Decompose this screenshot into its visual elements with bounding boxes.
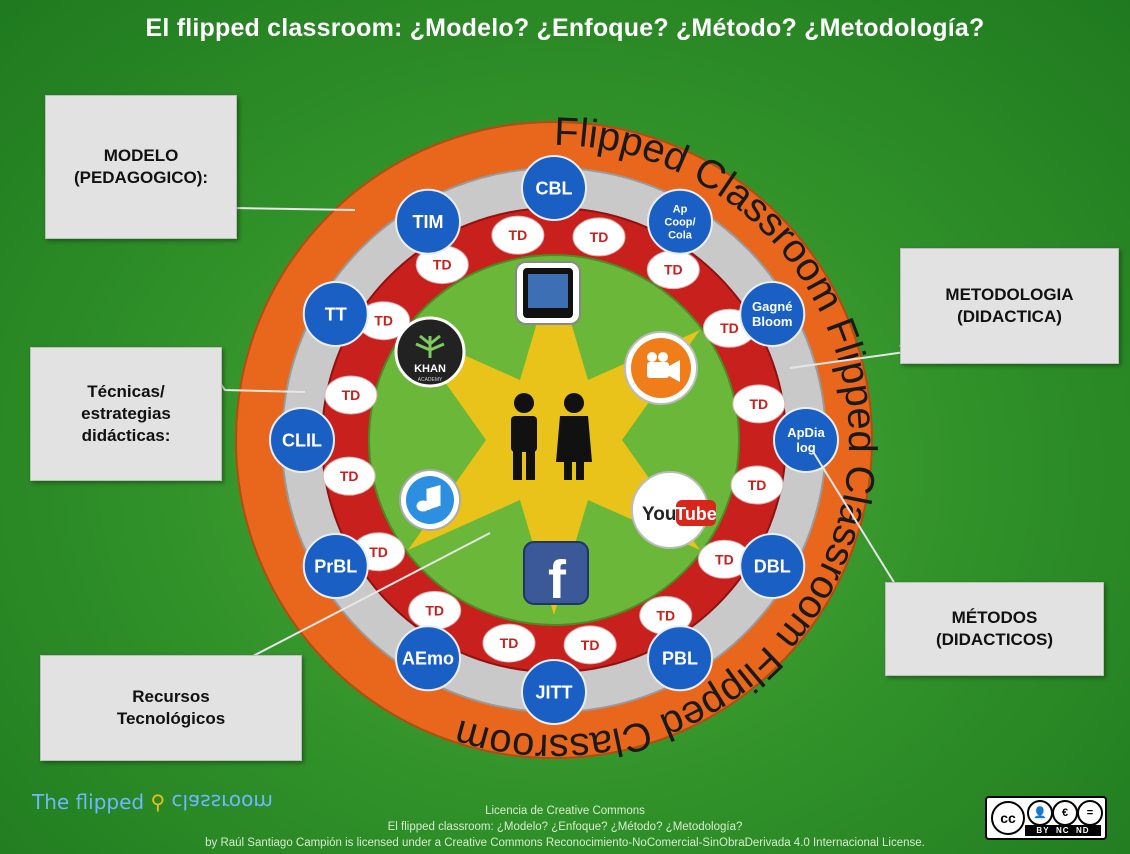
- td-label: TD: [369, 544, 388, 560]
- people-icon: [511, 393, 592, 480]
- method-label: CBL: [536, 178, 573, 198]
- facebook-icon: f: [523, 541, 589, 610]
- khan-sublabel: ACADEMY: [418, 377, 443, 383]
- metodos-label-box: MÉTODOS (DIDACTICOS): [885, 582, 1104, 676]
- td-pill: TD: [572, 217, 626, 257]
- metodologia-label: METODOLOGIA (DIDACTICA): [945, 285, 1074, 326]
- flipped-classroom-brand: The flipped ⚲ classroom: [32, 790, 273, 814]
- td-pill: TD: [563, 625, 617, 665]
- method-label: DBL: [754, 556, 791, 576]
- td-pill: TD: [357, 301, 411, 341]
- cc-by-text: BY: [1036, 826, 1050, 835]
- method-circle-prbl: PrBL: [302, 533, 369, 599]
- khan-academy-icon: KHAN ACADEMY: [394, 316, 466, 388]
- tecnicas-label: Técnicas/ estrategias didácticas:: [81, 382, 171, 445]
- td-pill: TD: [415, 245, 469, 285]
- resource-star: [408, 265, 700, 615]
- metodologia-label-box: METODOLOGIA (DIDACTICA): [900, 248, 1119, 364]
- cc-icon: cc: [991, 801, 1025, 835]
- by-icon: 👤: [1027, 800, 1053, 826]
- td-label: TD: [509, 227, 528, 243]
- license-line3[interactable]: by Raúl Santiago Campión is licensed und…: [205, 837, 925, 849]
- nd-icon: =: [1077, 800, 1103, 826]
- method-label: PrBL: [314, 556, 357, 576]
- khan-label: KHAN: [414, 363, 446, 375]
- modelo-label: MODELO (PEDAGOGICO):: [73, 146, 209, 187]
- tablet-icon: [515, 261, 581, 325]
- license-line2: El flipped classroom: ¿Modelo? ¿Enfoque?…: [387, 821, 743, 833]
- td-label: TD: [374, 313, 393, 329]
- brand-left-text: The flipped: [32, 790, 145, 814]
- td-pill: TD: [730, 465, 784, 505]
- td-label: TD: [500, 635, 519, 651]
- method-circle-dbl: DBL: [739, 533, 806, 599]
- tecnicas-label-box: Técnicas/ estrategias didácticas:: [30, 347, 222, 481]
- youtube-tube-label: Tube: [675, 504, 717, 524]
- nc-icon: €: [1052, 800, 1078, 826]
- method-circle-tim: TIM: [395, 188, 461, 255]
- td-label: TD: [433, 257, 452, 273]
- method-label: TIM: [413, 212, 444, 232]
- method-label: JITT: [535, 682, 572, 702]
- td-label: TD: [748, 477, 767, 493]
- method-label: PBL: [662, 649, 698, 669]
- youtube-icon: You Tube: [631, 471, 717, 549]
- td-label: TD: [340, 468, 359, 484]
- method-label: AEmo: [402, 649, 454, 669]
- td-label: TD: [656, 607, 675, 623]
- td-pill: TD: [732, 384, 786, 424]
- td-label: TD: [720, 320, 739, 336]
- creative-commons-badge[interactable]: cc 👤 € = BY NC ND: [985, 796, 1107, 840]
- td-label: TD: [715, 551, 734, 567]
- brand-person-icon: ⚲: [150, 790, 166, 814]
- td-pill: TD: [408, 590, 462, 630]
- cc-nc-text: NC: [1056, 826, 1070, 835]
- method-label: CLIL: [282, 430, 322, 450]
- recursos-label-box: Recursos Tecnológicos: [40, 655, 302, 761]
- itunes-icon: [399, 469, 461, 531]
- method-label: TT: [325, 304, 347, 324]
- td-label: TD: [750, 396, 769, 412]
- td-pill: TD: [697, 539, 751, 579]
- td-label: TD: [581, 637, 600, 653]
- td-label: TD: [342, 387, 361, 403]
- recursos-label: Recursos Tecnológicos: [116, 687, 226, 728]
- td-pill: TD: [324, 375, 378, 415]
- td-pill: TD: [646, 250, 700, 290]
- method-circle-clil: CLIL: [269, 407, 335, 473]
- td-label: TD: [590, 229, 609, 245]
- method-circle-aemo: AEmo: [395, 625, 461, 692]
- metodos-label: MÉTODOS (DIDACTICOS): [935, 608, 1054, 649]
- method-circle-tt: TT: [302, 281, 369, 347]
- td-pill: TD: [322, 456, 376, 496]
- method-circle-pbl: PBL: [647, 625, 713, 692]
- modelo-label-box: MODELO (PEDAGOGICO):: [45, 95, 237, 239]
- video-camera-icon: [624, 331, 698, 405]
- method-circle-cbl: CBL: [521, 155, 587, 221]
- td-pill: TD: [482, 623, 536, 663]
- method-circle-jitt: JITT: [521, 659, 587, 725]
- td-label: TD: [425, 602, 444, 618]
- td-label: TD: [664, 262, 683, 278]
- facebook-letter: f: [548, 550, 567, 610]
- page-title: El flipped classroom: ¿Modelo? ¿Enfoque?…: [145, 14, 985, 42]
- youtube-you-label: You: [642, 504, 676, 525]
- cc-nd-text: ND: [1076, 826, 1090, 835]
- license-title[interactable]: Licencia de Creative Commons: [485, 805, 645, 817]
- cc-terms-bar: BY NC ND: [1025, 825, 1101, 836]
- td-pill: TD: [639, 595, 693, 635]
- td-pill: TD: [491, 215, 545, 255]
